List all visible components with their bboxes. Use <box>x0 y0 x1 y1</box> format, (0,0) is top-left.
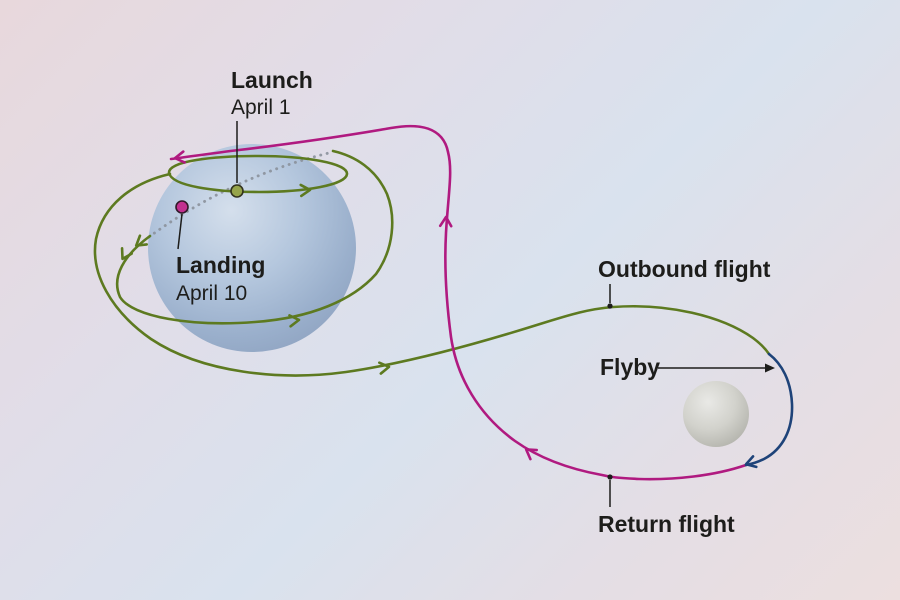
direction-arrow-icon <box>173 150 186 164</box>
planet-sphere <box>148 144 356 352</box>
direction-arrow-icon <box>288 314 301 328</box>
landing-point-marker <box>175 200 189 214</box>
direction-arrow-icon <box>524 448 539 461</box>
outbound-flight-label: Outbound flight <box>598 256 771 282</box>
direction-arrow-icon <box>378 361 391 375</box>
landing-date: April 10 <box>176 282 247 305</box>
launch-date: April 1 <box>231 96 291 119</box>
outbound-callout-dot <box>607 303 613 309</box>
landing-callout-line <box>177 213 183 250</box>
direction-arrow-icon <box>299 183 312 198</box>
direction-arrow-icon <box>134 234 148 247</box>
direction-arrow-icon <box>438 215 453 228</box>
flyby-label: Flyby <box>600 354 660 380</box>
launch-point-marker <box>230 184 244 198</box>
direction-arrow-icon <box>120 247 133 261</box>
landing-label: Landing <box>176 252 265 278</box>
return-flight-path <box>169 124 748 481</box>
return-callout-dot <box>607 474 613 480</box>
direction-arrow-icon <box>744 455 758 469</box>
return-flight-label: Return flight <box>598 511 735 537</box>
flyby-arc <box>744 352 794 467</box>
outbound-phasing-loop <box>115 149 394 325</box>
moon-sphere <box>683 381 749 447</box>
flyby-callout-arrow-icon <box>765 363 775 373</box>
launch-label: Launch <box>231 67 313 93</box>
